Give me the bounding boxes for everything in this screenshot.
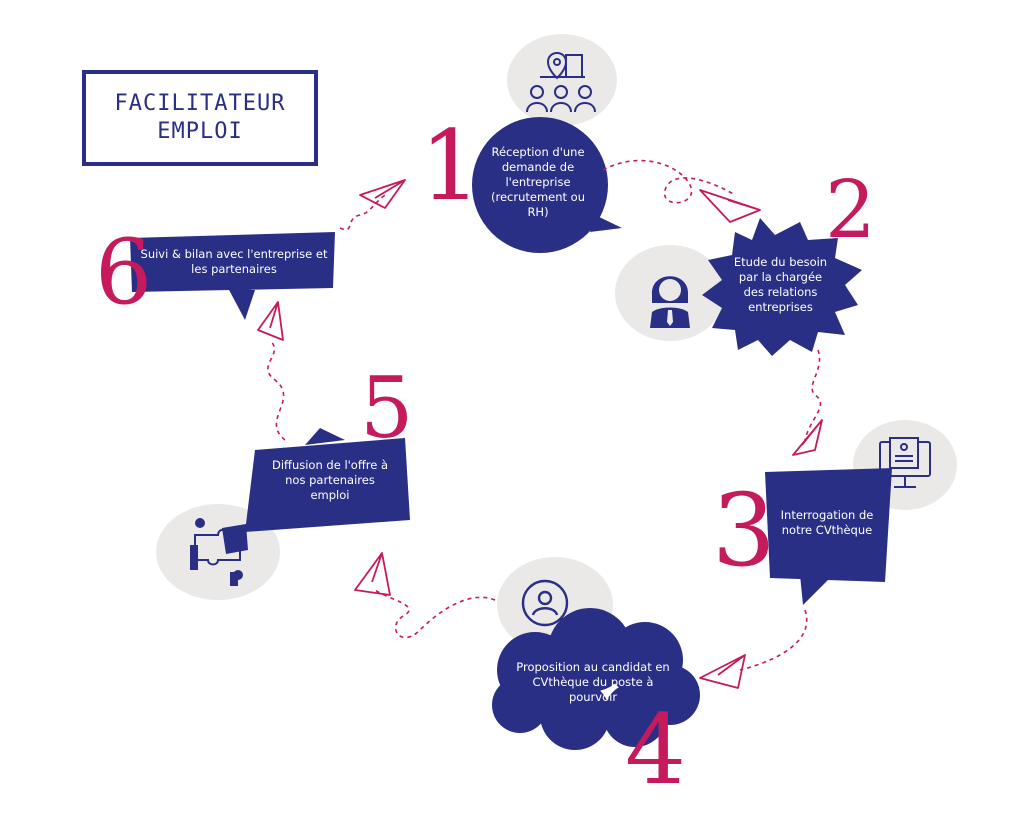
- step3-text: Interrogation de notre CVthèque: [780, 508, 874, 537]
- puzzle-team-icon: [190, 518, 248, 586]
- woman-advisor-icon: [650, 276, 690, 328]
- step2-number: 2: [825, 163, 876, 256]
- step5-bubble: [245, 428, 410, 532]
- paper-plane-icon: [257, 301, 284, 341]
- connector-2-3: [804, 349, 822, 441]
- step6-bubble: [130, 232, 335, 320]
- step3-bubble: [765, 468, 892, 605]
- step6-text: Suivi & bilan avec l'entreprise et les p…: [140, 247, 328, 276]
- step4-text: Proposition au candidat en CVthèque du p…: [516, 660, 670, 704]
- search-person-icon: [521, 579, 580, 638]
- connector-1-2: [602, 159, 736, 204]
- step2-text: Etude du besoin par la chargée des relat…: [733, 255, 828, 314]
- cv-monitor-icon: [879, 437, 931, 488]
- paper-plane-icon: [359, 179, 406, 209]
- step1-bubble: [472, 117, 622, 253]
- step1-text: Réception d'une demande de l'entreprise …: [490, 145, 586, 219]
- title-box: FACILITATEUR EMPLOI: [82, 70, 318, 166]
- step1-icon-bg: [507, 34, 617, 126]
- paper-plane-icon: [699, 189, 761, 223]
- step3-number: 3: [712, 472, 776, 589]
- step4-number: 4: [625, 694, 687, 806]
- step5-text: Diffusion de l'offre à nos partenaires e…: [271, 458, 389, 502]
- title-line2: EMPLOI: [157, 119, 243, 144]
- connector-4-5: [374, 589, 496, 639]
- step2-burst: [702, 218, 862, 356]
- connector-5-6: [267, 339, 286, 441]
- building-team-icon: [526, 52, 596, 113]
- step6-number: 6: [95, 220, 153, 325]
- connector-6-1: [339, 194, 386, 231]
- title-line1: FACILITATEUR: [114, 91, 286, 116]
- paper-plane-icon: [354, 552, 391, 596]
- step5-number: 5: [360, 359, 414, 457]
- connector-3-4: [739, 609, 808, 671]
- paper-plane-icon: [792, 419, 823, 456]
- step1-number: 1: [420, 110, 482, 222]
- paper-plane-icon: [699, 654, 746, 689]
